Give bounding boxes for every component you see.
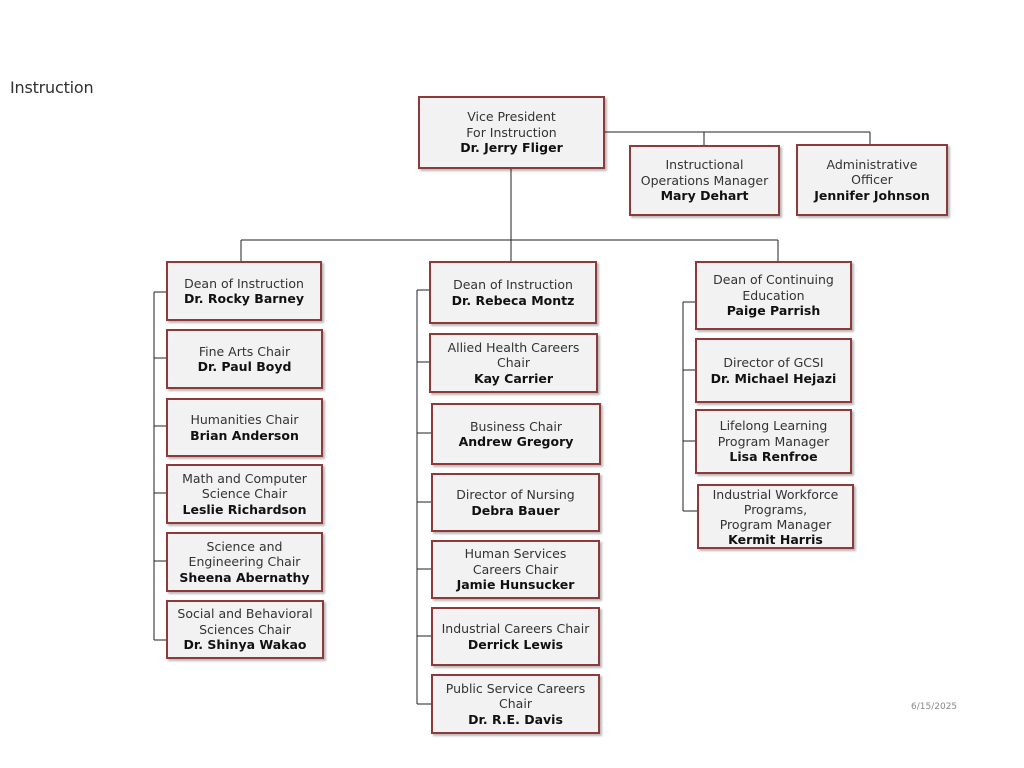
person-name: Kermit Harris	[728, 531, 823, 547]
role-line: Education	[742, 287, 805, 303]
person-name: Kay Carrier	[473, 370, 554, 386]
role-line: Chair	[499, 696, 532, 712]
org-box-vp: Vice President For Instruction Dr. Jerry…	[418, 96, 605, 169]
person-name: Leslie Richardson	[182, 501, 307, 517]
org-box-fine-arts: Fine Arts Chair Dr. Paul Boyd	[166, 329, 323, 389]
role-line: Industrial Careers Chair	[441, 621, 590, 636]
person-name: Dr. Paul Boyd	[197, 359, 292, 374]
role-line: Human Services	[464, 546, 567, 562]
org-box-human-services: Human Services Careers Chair Jamie Hunsu…	[431, 540, 600, 599]
role-line: Science and	[206, 538, 283, 554]
role-line: Director of Nursing	[456, 487, 575, 502]
role-line: Director of GCSI	[723, 355, 824, 370]
role-line: Math and Computer	[182, 470, 307, 486]
org-box-gcsi: Director of GCSI Dr. Michael Hejazi	[695, 338, 852, 403]
role-line: Allied Health Careers	[447, 339, 580, 355]
role-line: Sciences Chair	[199, 621, 291, 637]
role-line: Social and Behavioral	[177, 606, 313, 622]
role-line: Business Chair	[469, 418, 563, 434]
role-line: Humanities Chair	[190, 412, 299, 427]
role-line: Dean of Instruction	[453, 277, 573, 292]
role-line: Engineering Chair	[188, 554, 301, 570]
role-line: Program Manager	[717, 433, 830, 449]
org-box-science-eng: Science and Engineering Chair Sheena Abe…	[166, 532, 323, 592]
role-line: Lifelong Learning	[719, 418, 828, 434]
role-line: Careers Chair	[472, 561, 559, 577]
person-name: Debra Bauer	[471, 502, 560, 518]
org-box-dean-montz: Dean of Instruction Dr. Rebeca Montz	[429, 261, 597, 324]
person-name: Jamie Hunsucker	[456, 577, 575, 593]
org-box-allied-health: Allied Health Careers Chair Kay Carrier	[429, 333, 598, 393]
person-name: Dr. Shinya Wakao	[183, 637, 307, 653]
role-line: Chair	[497, 355, 530, 371]
org-box-admin-officer: Administrative Officer Jennifer Johnson	[796, 144, 948, 216]
person-name: Lisa Renfroe	[729, 449, 818, 465]
role-line: Programs,	[743, 501, 808, 517]
person-name: Derrick Lewis	[467, 636, 564, 652]
role-line: Instructional	[665, 157, 744, 173]
role-line: Industrial Workforce	[712, 486, 839, 502]
person-name: Dr. R.E. Davis	[468, 711, 563, 727]
person-name: Brian Anderson	[190, 427, 299, 443]
person-name: Dr. Michael Hejazi	[710, 370, 837, 386]
org-box-humanities: Humanities Chair Brian Anderson	[166, 398, 323, 457]
role-line: Program Manager	[719, 516, 832, 532]
role-line: Administrative	[826, 156, 918, 172]
org-box-industrial-careers: Industrial Careers Chair Derrick Lewis	[431, 607, 600, 666]
role-line: Officer	[851, 172, 893, 188]
person-name: Dr. Rocky Barney	[184, 291, 304, 306]
person-name: Sheena Abernathy	[179, 569, 310, 585]
org-box-ops-manager: Instructional Operations Manager Mary De…	[629, 145, 780, 216]
org-box-public-service: Public Service Careers Chair Dr. R.E. Da…	[431, 674, 600, 734]
date-label: 6/15/2025	[911, 702, 958, 712]
role-line: Operations Manager	[640, 172, 769, 188]
role-line: Science Chair	[201, 486, 288, 502]
org-box-business: Business Chair Andrew Gregory	[431, 403, 601, 465]
org-box-nursing: Director of Nursing Debra Bauer	[431, 473, 600, 532]
person-name: Mary Dehart	[660, 188, 749, 204]
person-name: Andrew Gregory	[458, 434, 574, 449]
page-title: Instruction	[10, 78, 94, 97]
org-box-math-cs: Math and Computer Science Chair Leslie R…	[166, 464, 323, 524]
org-box-lifelong-learning: Lifelong Learning Program Manager Lisa R…	[695, 409, 852, 474]
role-line: Dean of Continuing	[713, 272, 834, 288]
person-name: Jennifer Johnson	[814, 187, 930, 203]
role-line: Fine Arts Chair	[198, 343, 291, 359]
role-line: Public Service Careers	[445, 680, 586, 696]
org-box-industrial-workforce: Industrial Workforce Programs, Program M…	[697, 484, 854, 549]
role-line: Vice President	[467, 109, 556, 125]
person-name: Paige Parrish	[726, 303, 821, 319]
person-name: Dr. Jerry Fliger	[460, 140, 563, 156]
role-line: Dean of Instruction	[184, 275, 304, 291]
org-box-dean-parrish: Dean of Continuing Education Paige Parri…	[695, 261, 852, 330]
org-box-social-behavioral: Social and Behavioral Sciences Chair Dr.…	[166, 600, 324, 659]
org-box-dean-barney: Dean of Instruction Dr. Rocky Barney	[166, 261, 322, 321]
person-name: Dr. Rebeca Montz	[451, 292, 575, 308]
role-line: For Instruction	[466, 124, 557, 140]
